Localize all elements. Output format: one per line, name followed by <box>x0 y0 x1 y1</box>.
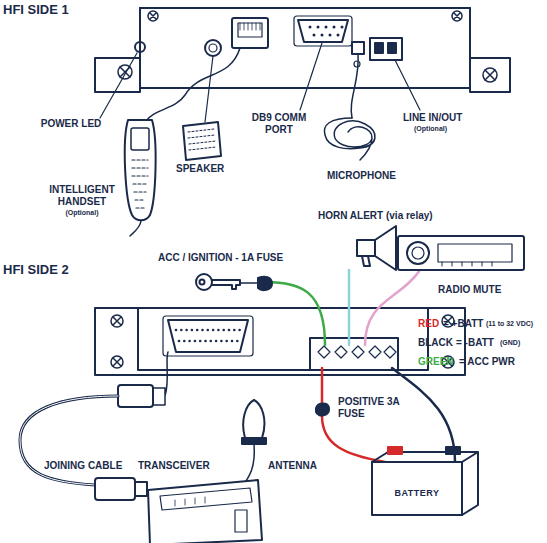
note: (Optional) <box>414 125 447 133</box>
section-title: HFI SIDE 1 <box>3 3 69 18</box>
part-label: RADIO MUTE <box>438 284 501 296</box>
battery-label: BATTERY <box>395 488 440 498</box>
part-label: SPEAKER <box>176 163 224 175</box>
part-label: POSITIVE 3A FUSE <box>338 396 400 419</box>
note: (Optional) <box>52 209 112 217</box>
part-label: DB9 COMM PORT <box>250 112 308 135</box>
part-label: JOINING CABLE <box>44 460 122 472</box>
legend-value: = -BATT <box>456 337 494 349</box>
part-label: HORN ALERT (via relay) <box>318 210 433 222</box>
part-label: POWER LED <box>40 118 102 130</box>
note: (GND) <box>500 339 520 347</box>
part-label: MICROPHONE <box>327 170 396 182</box>
legend-color: BLACK <box>418 337 453 349</box>
legend-value: = ACC PWR <box>459 356 515 368</box>
part-label: INTELLIGENT HANDSET <box>40 184 124 207</box>
note: (11 to 32 VDC) <box>486 320 533 328</box>
legend-value: = +BATT <box>443 318 483 330</box>
section-title: HFI SIDE 2 <box>3 263 69 278</box>
legend-color: GREEN <box>418 356 454 368</box>
part-label: TRANSCEIVER <box>138 460 210 472</box>
battery-box: BATTERY <box>374 474 460 512</box>
part-label: LINE IN/OUT <box>403 112 462 124</box>
part-label: ACC / IGNITION - 1A FUSE <box>158 252 283 264</box>
legend-color: RED <box>418 318 439 330</box>
part-label: ANTENNA <box>268 460 317 472</box>
